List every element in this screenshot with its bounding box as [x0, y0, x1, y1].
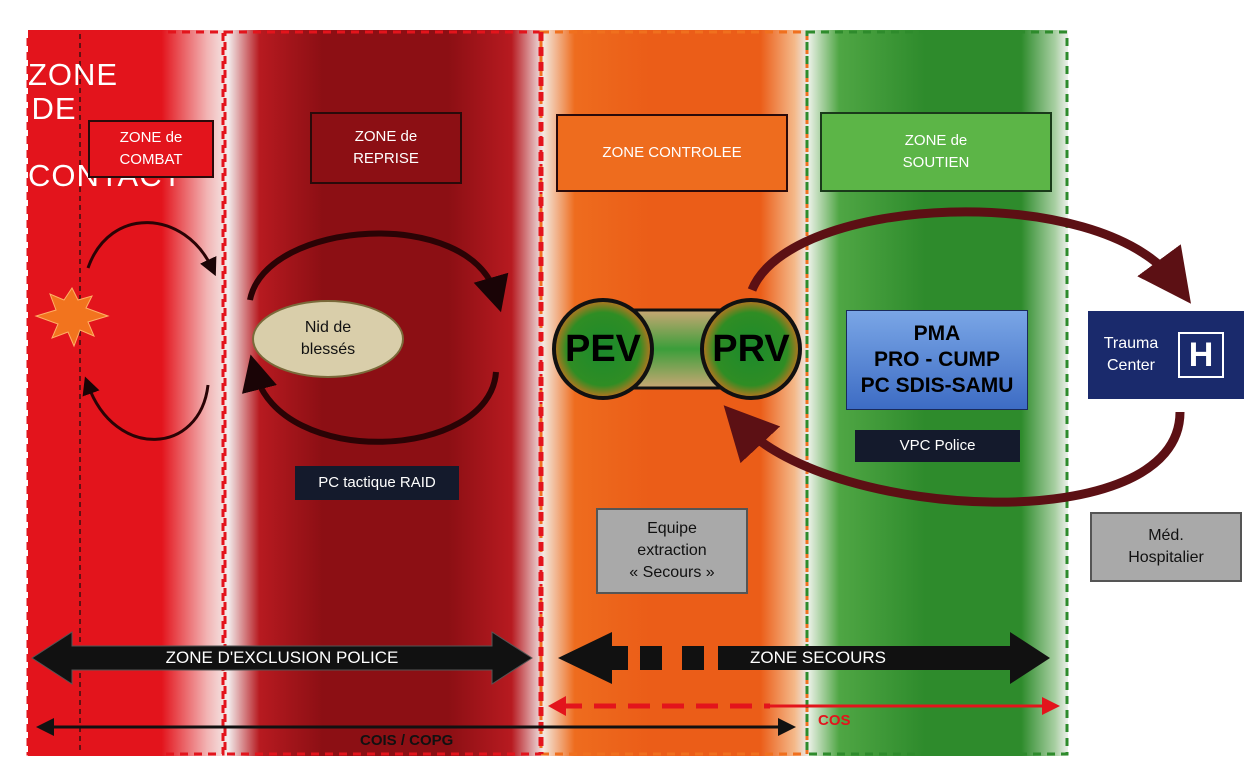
- secours-dash-1: [640, 646, 662, 670]
- combat-zone-header: ZONE de COMBAT: [88, 120, 214, 178]
- secours-zone-label: ZONE SECOURS: [749, 648, 887, 667]
- secours-arrow-left: [558, 632, 628, 684]
- reprise-arrow-top: [247, 230, 509, 313]
- combat-arrow-top: [86, 221, 217, 277]
- secours-dash-2: [682, 646, 704, 670]
- exclusion-police-label: ZONE D'EXCLUSION POLICE: [165, 648, 399, 667]
- pma-node: PMA PRO - CUMP PC SDIS-SAMU: [846, 310, 1028, 410]
- combat-arrow-bottom: [82, 376, 210, 441]
- hospital-doctor-node: Méd. Hospitalier: [1090, 512, 1242, 582]
- contact-combat-border: [26, 30, 225, 756]
- trauma-center-node: Trauma Center H: [1088, 311, 1244, 399]
- cois-arrow-right-head: [778, 718, 796, 736]
- wounded-nest-node: Nid de blessés: [252, 300, 404, 378]
- cois-copg-label: COIS / COPG: [360, 732, 454, 749]
- secours-arrow-right: [718, 632, 1050, 684]
- exclusion-police-arrow: [31, 631, 533, 685]
- reprise-arrow-bottom: [242, 354, 499, 445]
- hospital-h-icon: H: [1178, 332, 1224, 378]
- trauma-center-label: Trauma Center: [1103, 335, 1159, 374]
- vpc-police-label: VPC Police: [855, 430, 1020, 462]
- contact-zone-label: ZONE DE CONTACT: [28, 57, 182, 192]
- loop-arrow-top: [747, 207, 1192, 304]
- pev-node: PEV: [552, 298, 654, 400]
- reprise-zone-header: ZONE de REPRISE: [310, 112, 462, 184]
- prv-node: PRV: [700, 298, 802, 400]
- cois-arrow-left-head: [36, 718, 54, 736]
- explosion-icon: [34, 287, 110, 348]
- cos-label: COS: [818, 712, 851, 729]
- loop-arrow-bottom: [723, 405, 1185, 507]
- pc-raid-label: PC tactique RAID: [295, 466, 459, 500]
- support-zone-header: ZONE de SOUTIEN: [820, 112, 1052, 192]
- extraction-team-node: Equipe extraction « Secours »: [596, 508, 748, 594]
- cos-arrow-left-head: [548, 696, 566, 716]
- cos-arrow-right-head: [1042, 697, 1060, 715]
- controlled-zone-header: ZONE CONTROLEE: [556, 114, 788, 192]
- support-border: [805, 30, 1069, 756]
